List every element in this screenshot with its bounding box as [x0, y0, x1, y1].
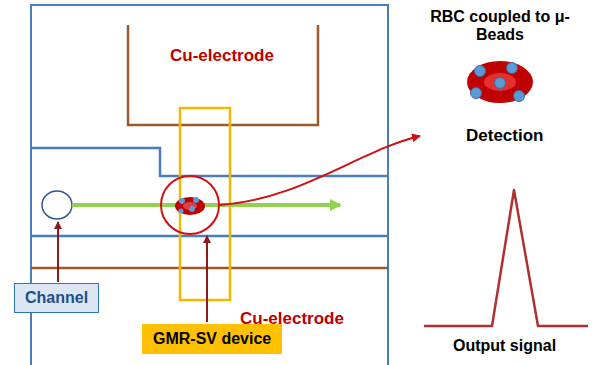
flow-arrow: [72, 203, 340, 207]
electrode-label: Cu-electrode: [170, 46, 274, 66]
output-pulse: [424, 190, 588, 326]
cu-electrode-bottom: [31, 267, 388, 270]
signal-label: Output signal: [453, 337, 556, 355]
inlet-port: [42, 191, 72, 219]
rbc-cell: [175, 197, 205, 215]
detection-zone: [161, 176, 219, 234]
rbc-large: [467, 61, 533, 103]
channel-leader: [57, 222, 59, 282]
cu-electrode-top: [128, 25, 318, 125]
node-text: GMR-SV device: [153, 330, 271, 348]
cell-caption: RBC coupled to μ-Beads: [425, 8, 575, 45]
gmr-label-box: GMR-SV device: [142, 324, 282, 354]
gmr-leader: [206, 236, 208, 322]
channel-wall-bottom: [31, 235, 388, 238]
detection-label: Detection: [466, 126, 543, 146]
channel-box: Channel: [14, 283, 99, 313]
electrode-label: Cu-electrode: [240, 309, 344, 329]
detection-leader: [219, 136, 420, 205]
node-text: Channel: [25, 289, 88, 307]
channel-wall-top: [31, 148, 388, 176]
